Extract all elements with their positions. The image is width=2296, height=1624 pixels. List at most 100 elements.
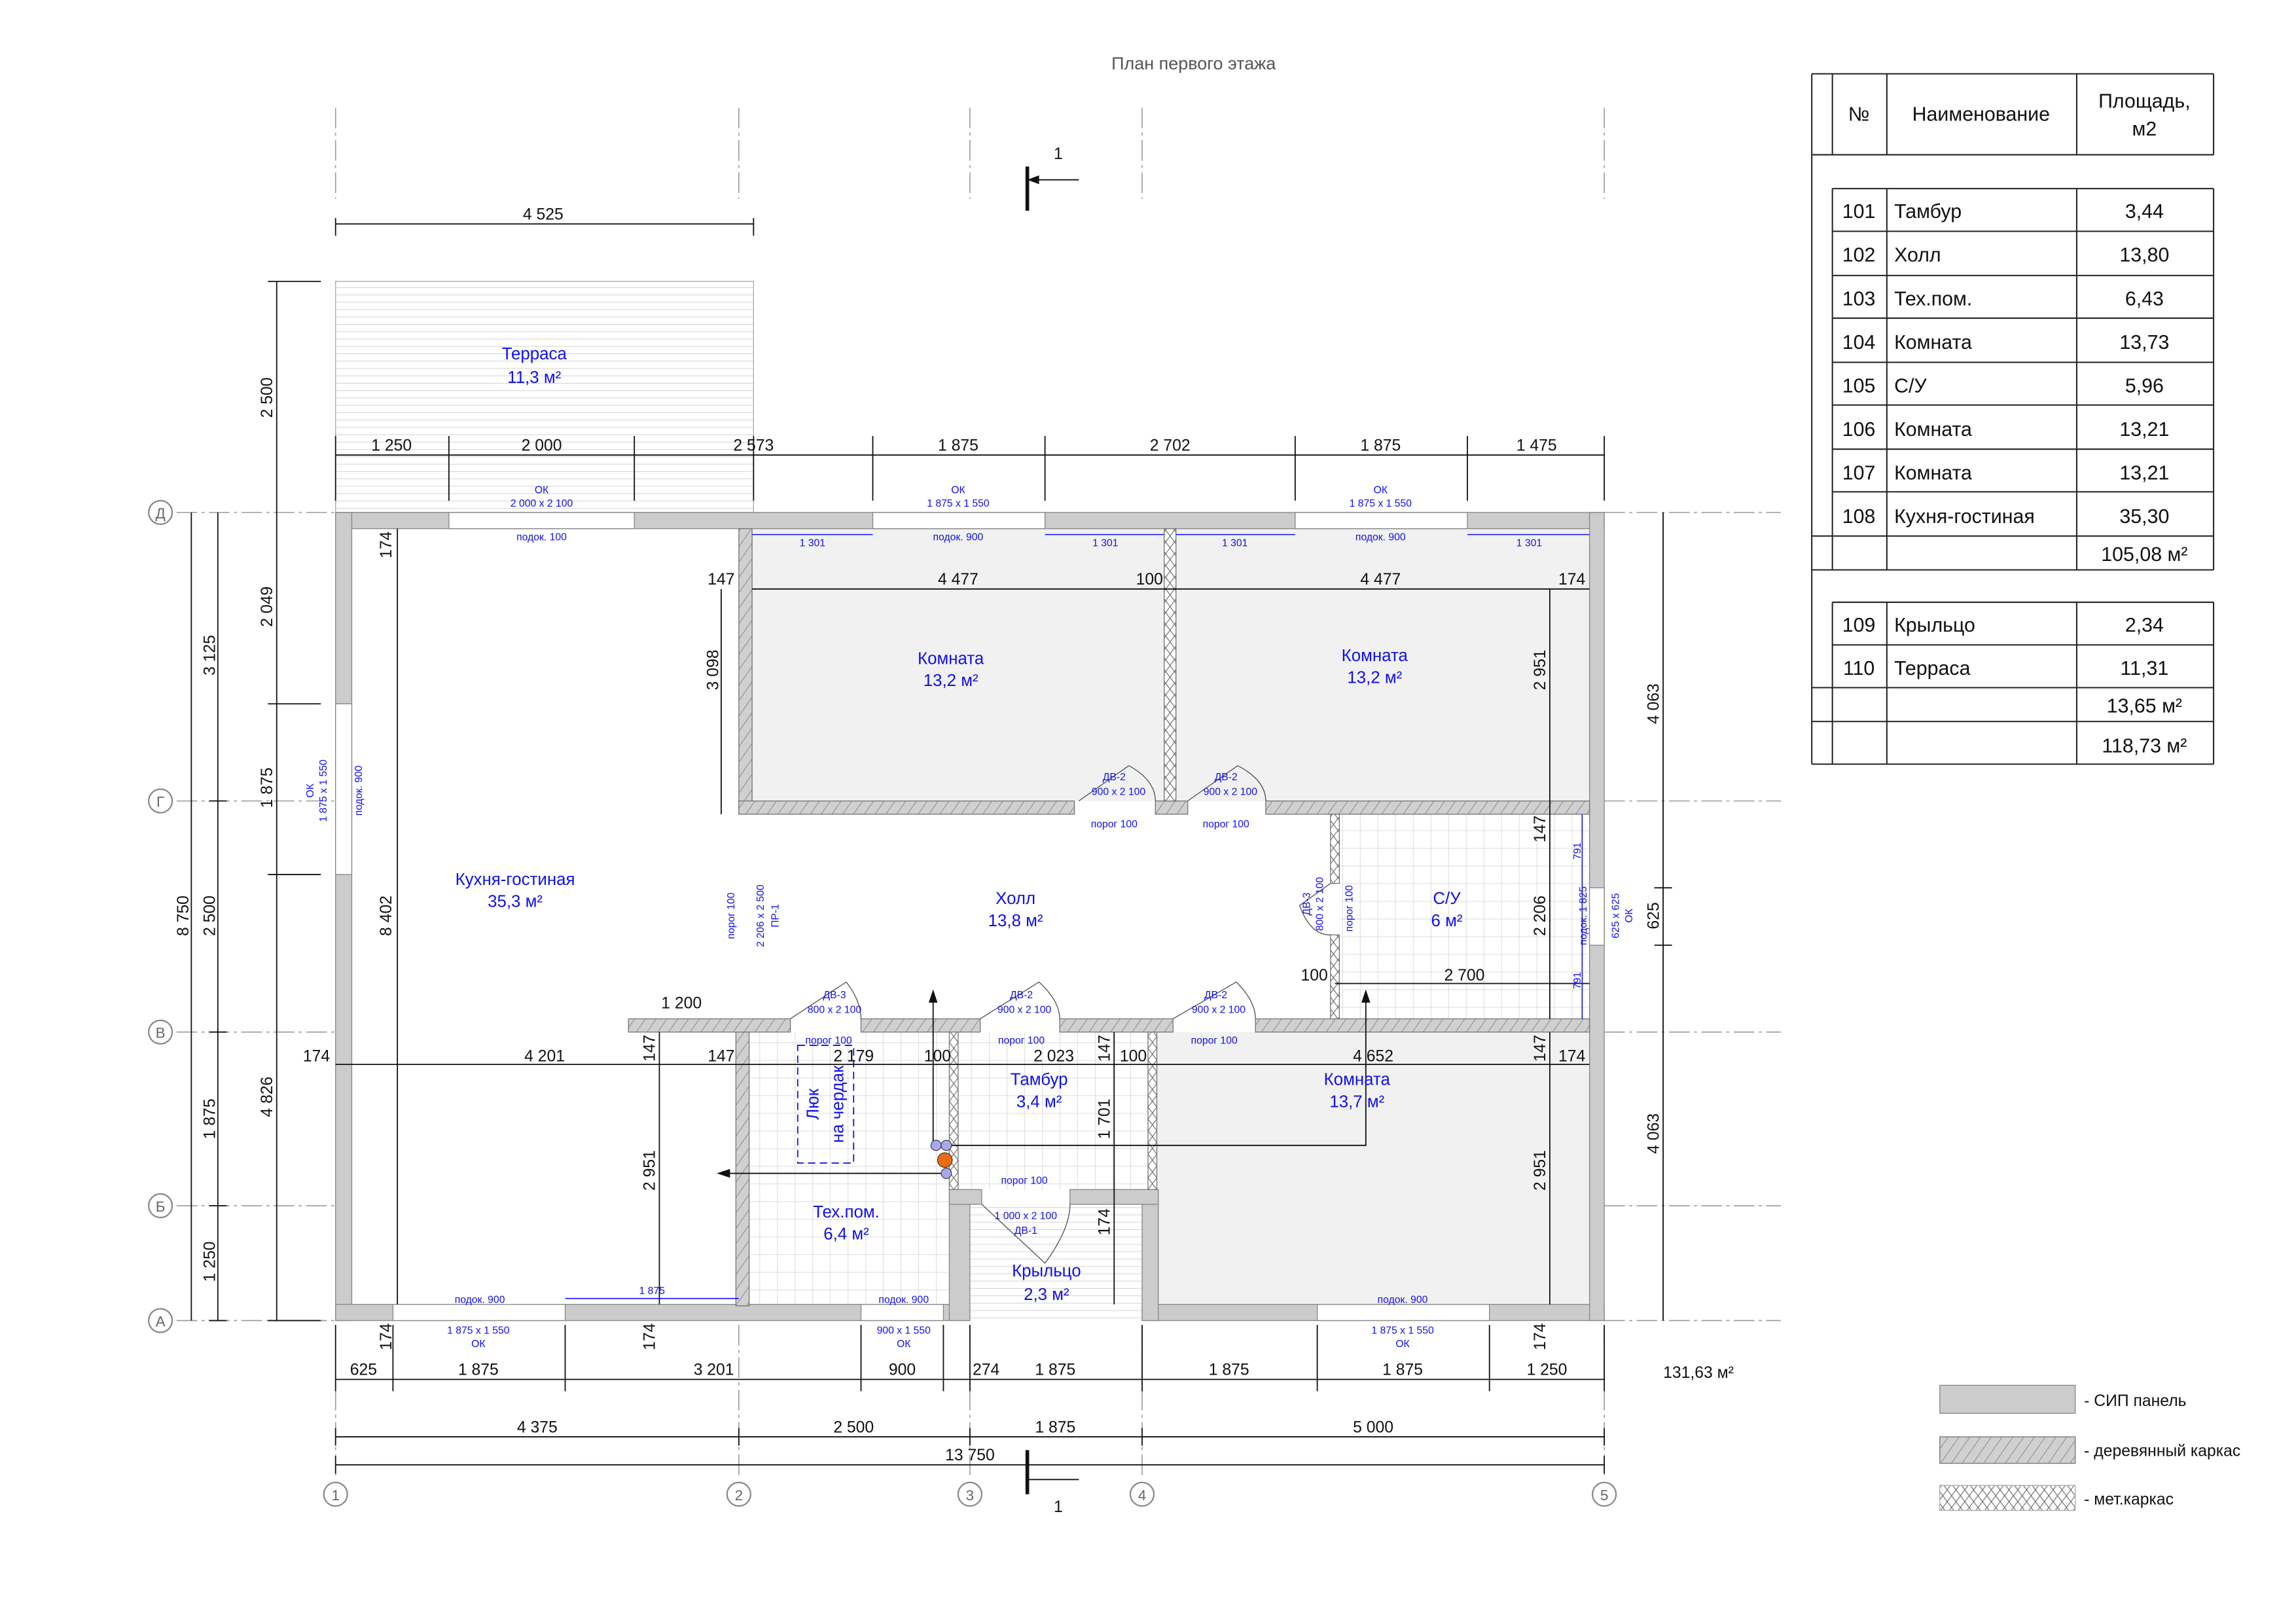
dim-text: 1 250 [1526, 1362, 1567, 1379]
room-name: С/У [1433, 890, 1461, 908]
room-area: 11,3 м² [507, 369, 561, 387]
dim-text: 4 652 [1353, 1048, 1393, 1066]
drawing-title: План первого этажа [1111, 54, 1276, 73]
window-sill-label: подок. 1 825 [1578, 886, 1589, 945]
table-cell-name: Крыльцо [1894, 615, 1975, 636]
table-cell-area: 11,31 [2121, 658, 2169, 679]
table-cell-name: Тамбур [1894, 201, 1962, 223]
table-cell-area: 13,73 [2119, 332, 2169, 353]
table-cell-no: 109 [1842, 615, 1876, 636]
dim-text: 625 [350, 1362, 377, 1379]
room-area: 13,2 м² [1347, 669, 1402, 687]
legend-swatch-wood [1939, 1436, 2076, 1464]
dim-text: 8 750 [175, 895, 192, 936]
room-schedule-table [1811, 73, 2215, 765]
axis-row-label: Г [156, 794, 164, 810]
axis-row-label: Б [156, 1199, 166, 1215]
dim-text: 1 875 [1209, 1362, 1249, 1379]
dim-text: 2 573 [733, 437, 774, 454]
room-name: Комната [1342, 647, 1408, 665]
dim-text: 2 206 [1532, 895, 1549, 936]
pipe-icon [941, 1168, 952, 1179]
table-cell-name: Кухня-гостиная [1894, 506, 2035, 528]
dim-text: 174 [378, 531, 395, 558]
room-name: Кухня-гостиная [456, 871, 575, 889]
section-label: 1 [1054, 145, 1063, 163]
window-sill-label: подок. 900 [1378, 1294, 1428, 1305]
window-offset-dim: 791 [1572, 972, 1583, 989]
door-label: ДВ-2 [1010, 990, 1033, 1001]
room-area: 35,3 м² [488, 893, 543, 911]
threshold-label: порог 100 [998, 1036, 1045, 1047]
metal-frame-walls [948, 528, 1340, 1190]
table-cell-no: 102 [1842, 245, 1876, 266]
dim-text: 147 [708, 1048, 734, 1066]
utility-risers [930, 1140, 953, 1179]
table-subtotal: 13,65 м² [2107, 696, 2182, 717]
dim-text: 100 [1120, 1048, 1147, 1066]
room-name: Тех.пом. [813, 1203, 880, 1221]
total-area-note: 131,63 м² [1663, 1364, 1734, 1382]
dim-text: 625 [1645, 902, 1662, 929]
door-label: ДВ-3 [823, 990, 846, 1001]
dim-text: 13 750 [945, 1447, 995, 1464]
dim-text: 4 201 [524, 1048, 565, 1066]
section-mark-top: 1 [1025, 145, 1079, 211]
terrace-deck [335, 281, 755, 513]
table-cell-no: 106 [1842, 419, 1876, 441]
table-subtotal: 105,08 м² [2101, 544, 2187, 566]
table-cell-name: Холл [1894, 245, 1941, 266]
legend-label: - СИП панель [2084, 1392, 2186, 1410]
dim-text: 174 [378, 1323, 395, 1350]
dim-text: 2 951 [641, 1150, 659, 1191]
window-offset-dim: 1 301 [1092, 538, 1118, 549]
table-cell-area: 2,34 [2125, 615, 2164, 636]
dim-text: 100 [924, 1048, 951, 1066]
dim-text: 274 [973, 1362, 999, 1379]
dim-text: 4 375 [517, 1418, 558, 1436]
legend: - СИП панель - деревянный каркас - мет.к… [1939, 1384, 2240, 1511]
dim-text: 1 875 [458, 1362, 499, 1379]
dim-text: 1 875 [1360, 437, 1401, 454]
window-label: ОК [1624, 908, 1635, 922]
threshold-label: порог 100 [1344, 885, 1355, 931]
door-label: 800 x 2 100 [1315, 877, 1326, 931]
dim-text: 100 [1136, 571, 1163, 588]
opening-labels: ОК 2 000 x 2 100 подок. 100 ОК 1 875 x 1… [305, 485, 1635, 1350]
dim-text: 174 [1558, 571, 1585, 588]
dim-text: 147 [1096, 1035, 1114, 1062]
opening-label: 2 206 x 2 500 [755, 884, 766, 947]
dim-text: 1 250 [201, 1242, 219, 1282]
pipe-icon [941, 1140, 952, 1151]
window-sill-label: подок. 900 [1355, 532, 1406, 543]
dim-text: 1 875 [1035, 1362, 1075, 1379]
axis-col-label: 3 [966, 1487, 975, 1504]
table-cell-area: 35,30 [2119, 506, 2169, 528]
dim-text: 4 525 [523, 206, 564, 223]
dim-text: 4 063 [1645, 1113, 1662, 1154]
table-cell-no: 103 [1842, 288, 1876, 310]
dim-text: 2 500 [201, 895, 219, 936]
dim-text: 147 [708, 571, 734, 588]
table-cell-name: Комната [1894, 332, 1972, 353]
dimension-lines [190, 218, 1672, 1474]
table-header: Площадь, [2098, 90, 2191, 112]
room-name: Комната [1324, 1071, 1391, 1089]
attic-hatch-outline [797, 1045, 855, 1164]
room-area: 13,2 м² [924, 672, 978, 690]
dim-text: 3 201 [694, 1362, 734, 1379]
attic-hatch-label: на чердак [829, 1065, 848, 1143]
dim-text: 4 477 [1360, 571, 1401, 588]
room-name: Комната [918, 650, 984, 668]
windows [335, 512, 1605, 1322]
door-label: 800 x 2 100 [808, 1004, 861, 1015]
door-label: 900 x 2 100 [1204, 787, 1257, 798]
dim-text: 1 875 [259, 767, 276, 808]
dim-text: 4 826 [259, 1077, 276, 1117]
window-label: ОК [1395, 1339, 1410, 1350]
dim-text: 1 875 [1035, 1418, 1075, 1436]
threshold-label: порог 100 [1091, 819, 1138, 830]
opening-label: ПР-1 [770, 904, 781, 928]
bathroom-floor [1339, 814, 1590, 1019]
